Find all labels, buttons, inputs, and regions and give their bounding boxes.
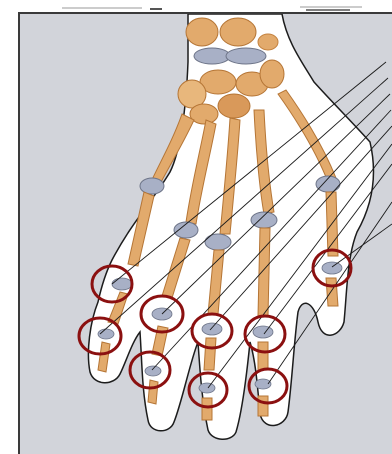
top-strip <box>0 0 392 12</box>
figure-panel <box>18 12 392 454</box>
hand-skeleton-illustration <box>20 14 392 454</box>
